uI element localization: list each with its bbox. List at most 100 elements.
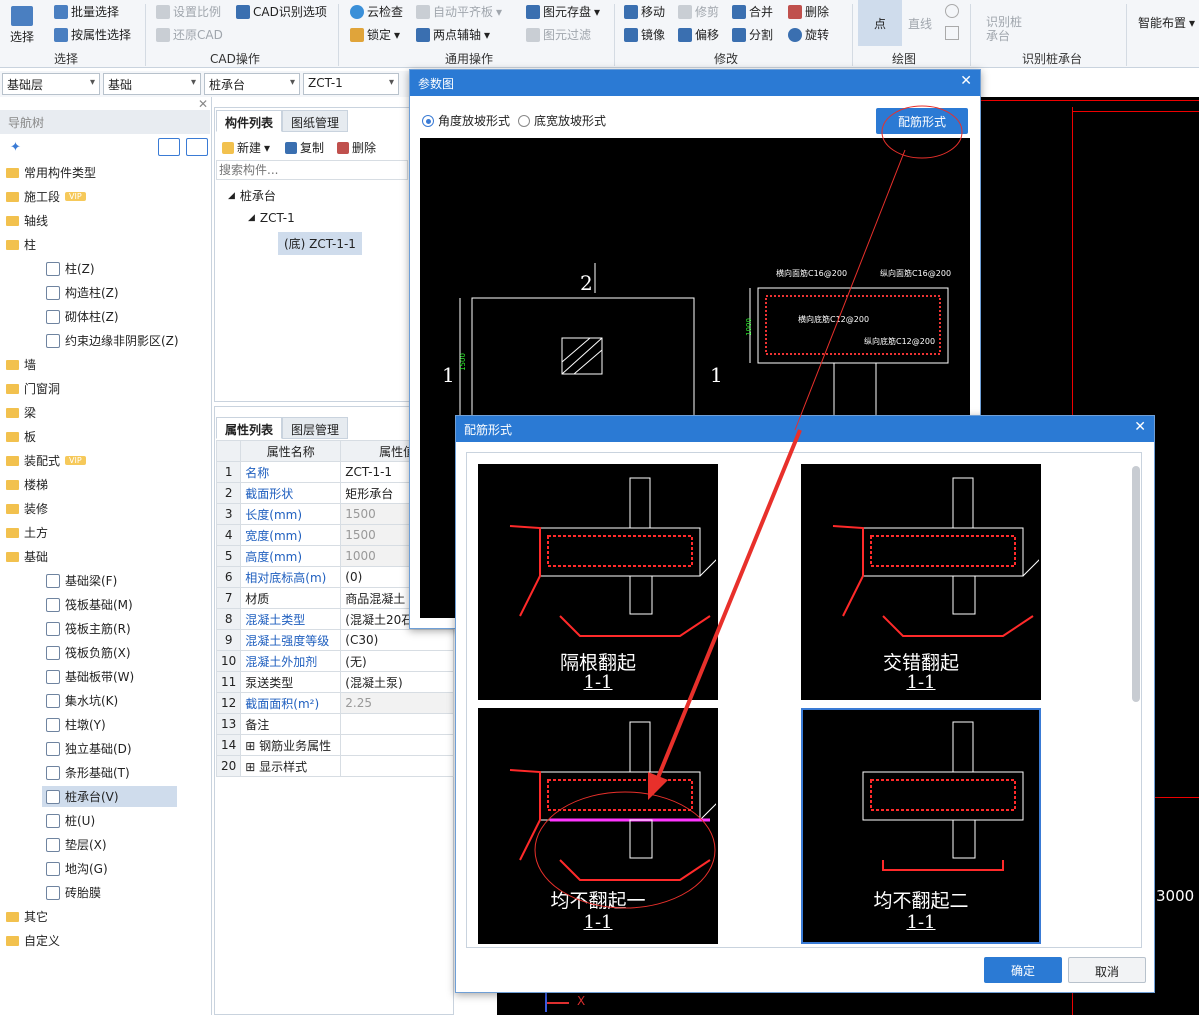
point-tool-button[interactable]: 点 — [858, 0, 902, 46]
nav-item[interactable]: 基础梁(F) — [46, 572, 117, 589]
tab-layer-manage[interactable]: 图层管理 — [282, 417, 349, 439]
two-point-aux-button[interactable]: 两点辅轴▾ — [416, 26, 490, 43]
nav-item[interactable]: 基础板带(W) — [46, 668, 134, 685]
nav-item[interactable]: 构造柱(Z) — [46, 284, 119, 301]
batch-select-button[interactable]: 批量选择 — [54, 3, 119, 20]
tree-node-zct1-1[interactable]: (底) ZCT-1-1 — [278, 232, 362, 255]
grid-view-icon[interactable] — [186, 138, 208, 156]
radio-angle[interactable]: 角度放坡形式 — [422, 112, 510, 129]
lock-button[interactable]: 锁定▾ — [350, 26, 400, 43]
rebar-form-button[interactable]: 配筋形式 — [876, 108, 968, 134]
nav-item[interactable]: 桩(U) — [46, 812, 95, 829]
property-row[interactable]: 20⊞ 显示样式 — [215, 755, 454, 777]
mirror-button[interactable]: 镜像 — [624, 26, 665, 43]
tab-component-list[interactable]: 构件列表 — [216, 110, 283, 132]
select-button[interactable]: 选择 — [10, 6, 34, 45]
close-icon[interactable]: ✕ — [198, 97, 209, 111]
line-tool-button[interactable]: 直线 — [908, 17, 933, 31]
rect-icon[interactable] — [945, 26, 959, 40]
cad-identify-options-button[interactable]: CAD识别选项 — [236, 3, 327, 20]
select-by-attr-button[interactable]: 按属性选择 — [54, 26, 131, 43]
set-ratio-button[interactable]: 设置比例 — [156, 3, 221, 20]
new-button[interactable]: 新建▾ — [222, 139, 270, 156]
element-filter-button[interactable]: 图元过滤 — [526, 26, 591, 43]
nav-item[interactable]: 垫层(X) — [46, 836, 107, 853]
nav-item[interactable]: 约束边缘非阴影区(Z) — [46, 332, 179, 349]
scrollbar[interactable] — [1132, 466, 1140, 702]
tree-node-cap[interactable]: ◢桩承台 — [228, 189, 276, 203]
ok-button[interactable]: 确定 — [984, 957, 1062, 983]
offset-button[interactable]: 偏移 — [678, 26, 719, 43]
close-icon[interactable]: ✕ — [1134, 419, 1146, 435]
arc-icon[interactable] — [945, 4, 959, 18]
nav-item[interactable]: 柱(Z) — [46, 260, 95, 277]
copy-button[interactable]: 复制 — [285, 139, 324, 156]
nav-item[interactable]: 基础 — [6, 548, 48, 565]
cad-canvas-bottom[interactable]: X — [497, 990, 980, 1015]
nav-item[interactable]: 筏板主筋(R) — [46, 620, 131, 637]
nav-item[interactable]: 常用构件类型 — [6, 164, 96, 181]
nav-item[interactable]: 其它 — [6, 908, 48, 925]
nav-item[interactable]: 桩承台(V) — [42, 786, 177, 807]
nav-item[interactable]: 门窗洞 — [6, 380, 60, 397]
move-button[interactable]: 移动 — [624, 3, 665, 20]
element-save-button[interactable]: 图元存盘▾ — [526, 3, 600, 20]
restore-cad-button[interactable]: 还原CAD — [156, 26, 223, 43]
nav-item[interactable]: 柱 — [6, 236, 36, 253]
cloud-check-button[interactable]: 云检查 — [350, 3, 403, 20]
nav-item[interactable]: 板 — [6, 428, 36, 445]
auto-flat-button[interactable]: 自动平齐板▾ — [416, 3, 502, 20]
floor-select[interactable]: 基础层 — [2, 73, 100, 95]
nav-item[interactable]: 集水坑(K) — [46, 692, 118, 709]
rotate-button[interactable]: 旋转 — [788, 26, 829, 43]
nav-item[interactable]: 装修 — [6, 500, 48, 517]
delete-button[interactable]: 删除 — [788, 3, 829, 20]
component-select[interactable]: ZCT-1 — [303, 73, 399, 95]
search-input[interactable] — [216, 160, 408, 180]
delete-component-button[interactable]: 删除 — [337, 139, 376, 156]
nav-item[interactable]: 砌体柱(Z) — [46, 308, 119, 325]
nav-item[interactable]: 楼梯 — [6, 476, 48, 493]
nav-item[interactable]: 条形基础(T) — [46, 764, 130, 781]
nav-item[interactable]: 筏板基础(M) — [46, 596, 133, 613]
identify-cap-button[interactable]: 识别桩承台 — [986, 15, 1023, 43]
radio-width[interactable]: 底宽放坡形式 — [518, 112, 606, 129]
cancel-button[interactable]: 取消 — [1068, 957, 1146, 983]
nav-item[interactable]: 筏板负筋(X) — [46, 644, 131, 661]
nav-item[interactable]: 梁 — [6, 404, 36, 421]
list-view-icon[interactable] — [158, 138, 180, 156]
nav-item[interactable]: 墙 — [6, 356, 36, 373]
tree-node-zct1[interactable]: ◢ZCT-1 — [248, 211, 295, 225]
split-button[interactable]: 分割 — [732, 26, 773, 43]
nav-item[interactable]: 轴线 — [6, 212, 48, 229]
type-select[interactable]: 桩承台 — [204, 73, 300, 95]
nav-item[interactable]: 自定义 — [6, 932, 60, 949]
nav-item[interactable]: 独立基础(D) — [46, 740, 132, 757]
category-select[interactable]: 基础 — [103, 73, 201, 95]
tab-property-list[interactable]: 属性列表 — [216, 417, 283, 439]
close-icon[interactable]: ✕ — [960, 73, 972, 89]
nav-item[interactable]: 土方 — [6, 524, 48, 541]
nav-item[interactable]: 砖胎膜 — [46, 884, 101, 901]
nav-item[interactable]: 地沟(G) — [46, 860, 108, 877]
smart-layout-button[interactable]: 智能布置▾ — [1138, 15, 1196, 31]
property-row[interactable]: 14⊞ 钢筋业务属性 — [215, 734, 454, 756]
tab-drawing-manage[interactable]: 图纸管理 — [282, 110, 349, 132]
trim-button[interactable]: 修剪 — [678, 3, 719, 20]
merge-button[interactable]: 合并 — [732, 3, 773, 20]
pin-icon[interactable]: ✦ — [10, 140, 21, 155]
expand-icon[interactable]: ⊞ — [245, 738, 260, 753]
expand-icon[interactable]: ⊞ — [245, 759, 260, 774]
nav-item[interactable]: 柱墩(Y) — [46, 716, 106, 733]
